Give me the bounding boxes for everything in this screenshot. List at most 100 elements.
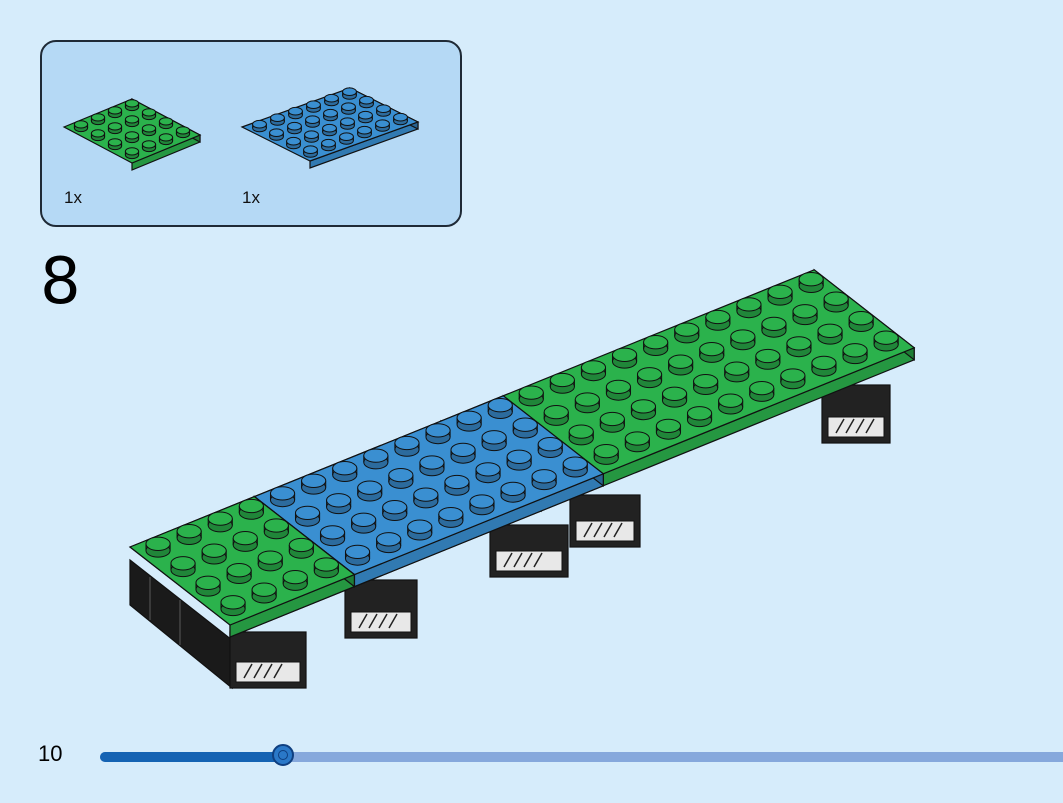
stud [313,557,339,579]
stud [413,487,439,509]
stud [562,456,588,478]
stud [767,284,793,306]
stud [873,330,899,352]
step-number: 8 [40,245,81,319]
part-green-plate-image [62,87,420,171]
stud [158,117,174,130]
stud [531,469,557,491]
stud [90,113,106,126]
stud [304,130,319,143]
stud [549,372,575,394]
stud [469,494,495,516]
stud [481,430,507,452]
stud [382,500,408,521]
stud [207,511,233,533]
stud [124,99,140,112]
stud [294,505,321,527]
stud [419,455,445,477]
stud [363,448,389,470]
stud [506,449,532,471]
stud [393,112,408,126]
progress-handle[interactable] [272,744,294,766]
stud [201,543,227,565]
stud [252,119,267,133]
stud [537,437,563,458]
stud [305,115,320,128]
stud [306,100,321,113]
stud [761,316,787,338]
stud [176,524,202,545]
stud [351,512,377,534]
stud [232,530,258,552]
stud [786,336,812,358]
stud [145,536,171,558]
stud [593,443,619,465]
stud [376,532,402,554]
stud [848,311,874,332]
progress-bar[interactable] [100,744,1063,766]
stud [693,374,719,395]
stud [359,95,374,109]
stud [124,147,140,160]
stud [668,354,694,376]
stud [568,424,594,446]
stud [341,102,356,115]
stud [332,461,358,482]
stud [107,138,123,151]
stud [357,125,372,139]
stud [438,506,464,528]
green-plate-left [128,495,356,638]
stud [798,272,824,293]
stud [375,119,390,132]
stud [158,133,174,146]
stud [257,550,283,572]
stud [175,126,191,139]
stud [643,335,669,356]
stud [724,361,750,383]
stud [630,399,657,421]
stud [736,297,762,319]
stud [220,595,246,617]
stud [141,124,157,137]
green-plate-part [62,98,202,171]
stud [780,368,806,390]
stud [357,480,383,502]
stud [301,473,327,495]
stud [388,467,414,489]
stud [599,411,625,433]
stud [269,128,284,141]
stud [339,132,354,145]
stud [319,525,346,547]
stud [674,322,700,344]
stud [450,442,476,464]
page-number: 10 [38,741,63,766]
stud [574,392,600,414]
stud [141,108,157,121]
support-brick-5 [821,384,891,444]
stud [286,136,301,150]
stud [456,410,482,432]
stud [624,431,650,453]
stud [107,122,123,135]
stud [324,93,339,107]
stud [605,379,632,401]
blue-plate-middle [253,394,605,588]
stud [226,563,252,584]
stud [755,348,781,370]
stud [425,423,451,445]
stud [288,537,314,559]
stud [407,519,433,541]
support-brick-2 [344,579,418,639]
stud [842,343,868,365]
support-brick-3 [489,524,569,578]
stud [444,474,470,496]
stud [321,138,336,152]
stud [344,544,371,566]
stud [170,556,196,578]
stud [655,418,682,440]
stud [195,575,221,597]
stud [326,493,352,515]
stud [475,462,501,484]
part-quantity-green: 1x [64,188,82,207]
